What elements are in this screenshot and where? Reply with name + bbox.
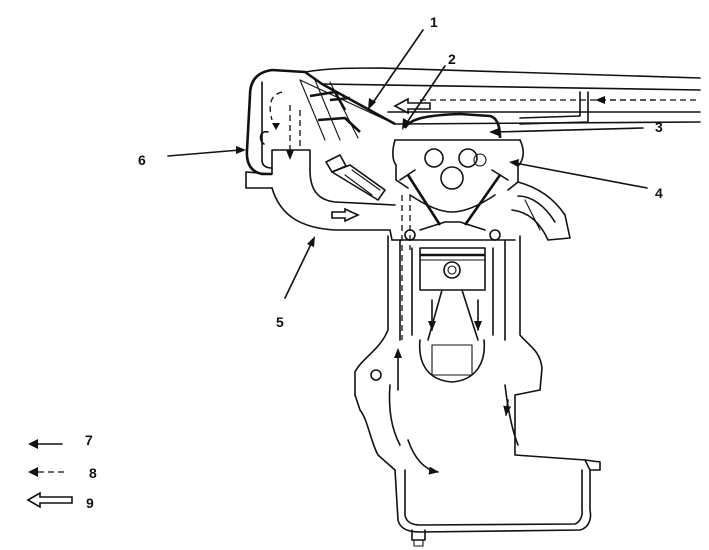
intake-runner — [245, 149, 396, 241]
legend-label-9: 9 — [86, 495, 94, 511]
callout-3: 3 — [655, 119, 663, 135]
intake-hollow-arrow-icon — [393, 97, 431, 115]
exhaust-port — [511, 181, 571, 241]
cylinder-head — [392, 112, 524, 231]
callout-numbers: 1 2 3 4 5 6 — [138, 14, 663, 330]
crankcase-oil-pan — [354, 384, 601, 547]
callout-2: 2 — [448, 51, 456, 67]
legend-label-7: 7 — [85, 432, 93, 448]
legend-label-8: 8 — [89, 465, 97, 481]
solid-arrow-icon — [28, 439, 63, 449]
leader-lines — [167, 29, 648, 299]
callout-6: 6 — [138, 152, 146, 168]
runner-hollow-arrow-icon — [331, 207, 360, 223]
callout-1: 1 — [430, 14, 438, 30]
dashed-arrow-icon — [28, 467, 64, 477]
air-intake-duct — [304, 67, 701, 125]
callout-5: 5 — [276, 314, 284, 330]
engine-block — [354, 195, 543, 396]
hollow-arrow-icon — [26, 491, 73, 509]
legend: 7 8 9 — [26, 432, 97, 511]
callout-4: 4 — [655, 185, 663, 201]
